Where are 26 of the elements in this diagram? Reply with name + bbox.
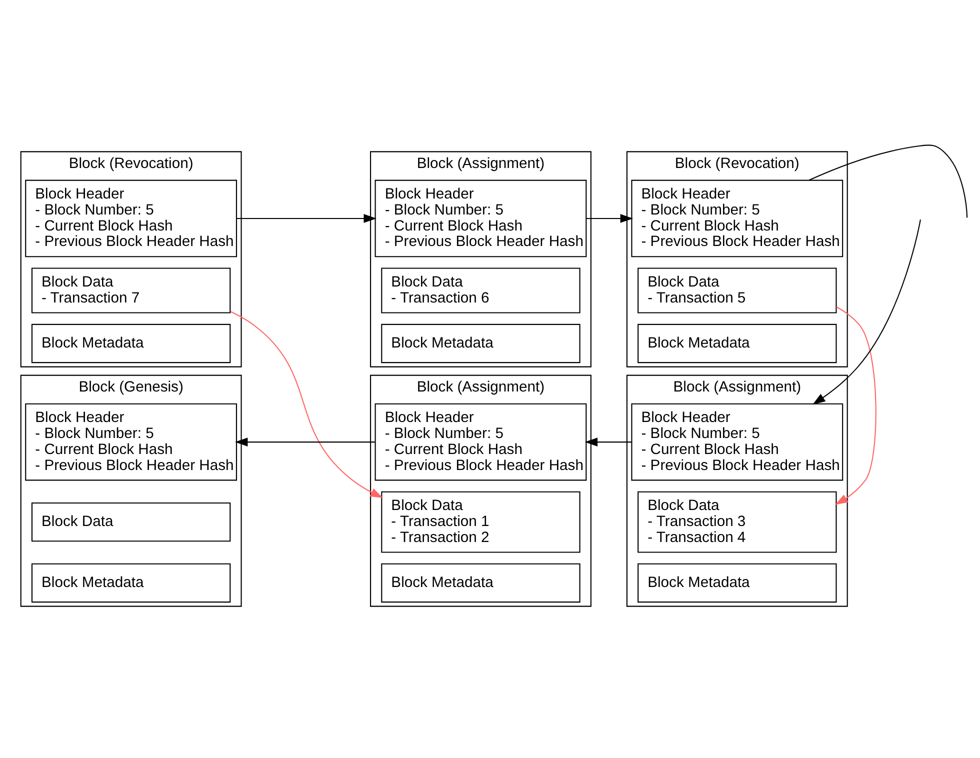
node-box: Block Metadata xyxy=(381,324,580,364)
node-box: Block Data xyxy=(31,502,231,542)
arrow xyxy=(236,214,376,223)
node-box: Block Metadata xyxy=(381,563,580,603)
arrow xyxy=(584,438,632,446)
node-box: Block Data - Transaction 6 xyxy=(381,268,580,314)
arrow xyxy=(234,438,375,446)
node-box: Block Header - Block Number: 5 - Current Block Hash - Previous Block Header Hash xyxy=(631,403,844,481)
arrow xyxy=(835,306,876,505)
node-box: Block Data - Transaction 3 - Transaction 4 xyxy=(638,491,837,553)
connector xyxy=(808,144,968,218)
node-box: Block Header - Block Number: 5 - Current Block Hash - Previous Block Header Hash xyxy=(374,403,587,481)
arrow xyxy=(812,220,921,405)
arrow xyxy=(230,311,384,498)
node-box: Block Metadata xyxy=(31,563,231,603)
node-box: Block Metadata xyxy=(638,563,837,603)
node-box: Block Metadata xyxy=(31,324,231,364)
node-box: Block Data - Transaction 7 xyxy=(31,268,231,314)
node-box: Block Data - Transaction 5 xyxy=(638,268,837,314)
node-box: Block Header - Block Number: 5 - Current Block Hash - Previous Block Header Hash xyxy=(25,403,238,481)
node-box: Block Data - Transaction 1 - Transaction 2 xyxy=(381,491,580,553)
node-box: Block Header - Block Number: 5 - Current Block Hash - Previous Block Header Hash xyxy=(631,180,844,258)
node-box: Block Metadata xyxy=(638,324,837,364)
node-box: Block Header - Block Number: 5 - Current Block Hash - Previous Block Header Hash xyxy=(25,180,238,258)
node-box: Block Header - Block Number: 5 - Current Block Hash - Previous Block Header Hash xyxy=(374,180,587,258)
arrow xyxy=(586,214,634,223)
